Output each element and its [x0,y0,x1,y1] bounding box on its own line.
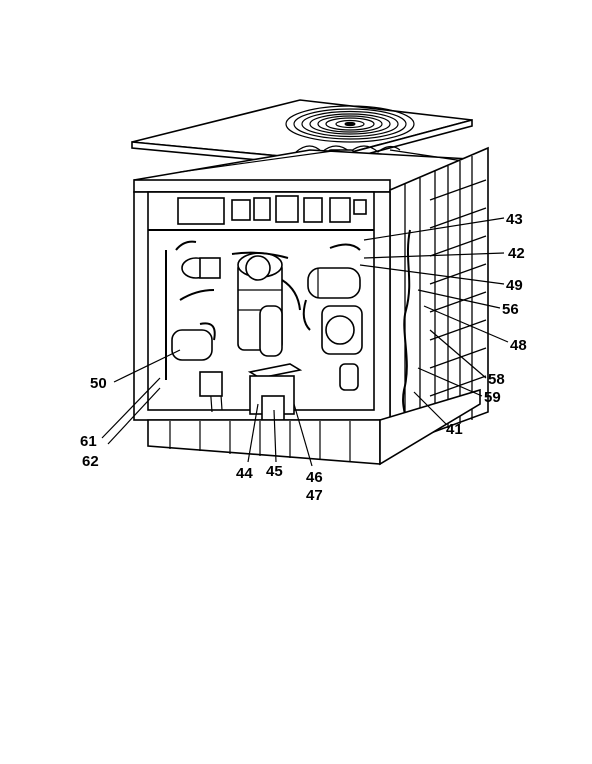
filter-drier [259,305,359,391]
receiver-tank [307,267,361,299]
callout-59: 59 [484,389,501,406]
callout-50: 50 [90,375,107,392]
callout-41: 41 [446,421,463,438]
callout-58: 58 [488,371,505,388]
callout-46: 46 [306,469,323,486]
callout-44: 44 [236,465,253,482]
refrigerant-tubing [165,240,361,380]
reversing-valve [302,299,363,355]
callout-43: 43 [506,211,523,228]
left-capacitor [171,257,221,361]
callout-61: 61 [80,433,97,450]
callout-labels: 43 42 49 56 48 58 59 41 50 61 62 44 45 4… [80,211,527,504]
callout-56: 56 [502,301,519,318]
callout-62: 62 [82,453,99,470]
fan-grille [285,105,415,143]
leader-lines [101,217,509,467]
callout-45: 45 [266,463,283,480]
callout-49: 49 [506,277,523,294]
unit-base [147,388,481,466]
callout-48: 48 [510,337,527,354]
callout-42: 42 [508,245,525,262]
callout-47: 47 [306,487,323,504]
right-coil-grille [389,146,489,450]
control-box [177,195,367,225]
unit-top-frame [133,149,489,193]
